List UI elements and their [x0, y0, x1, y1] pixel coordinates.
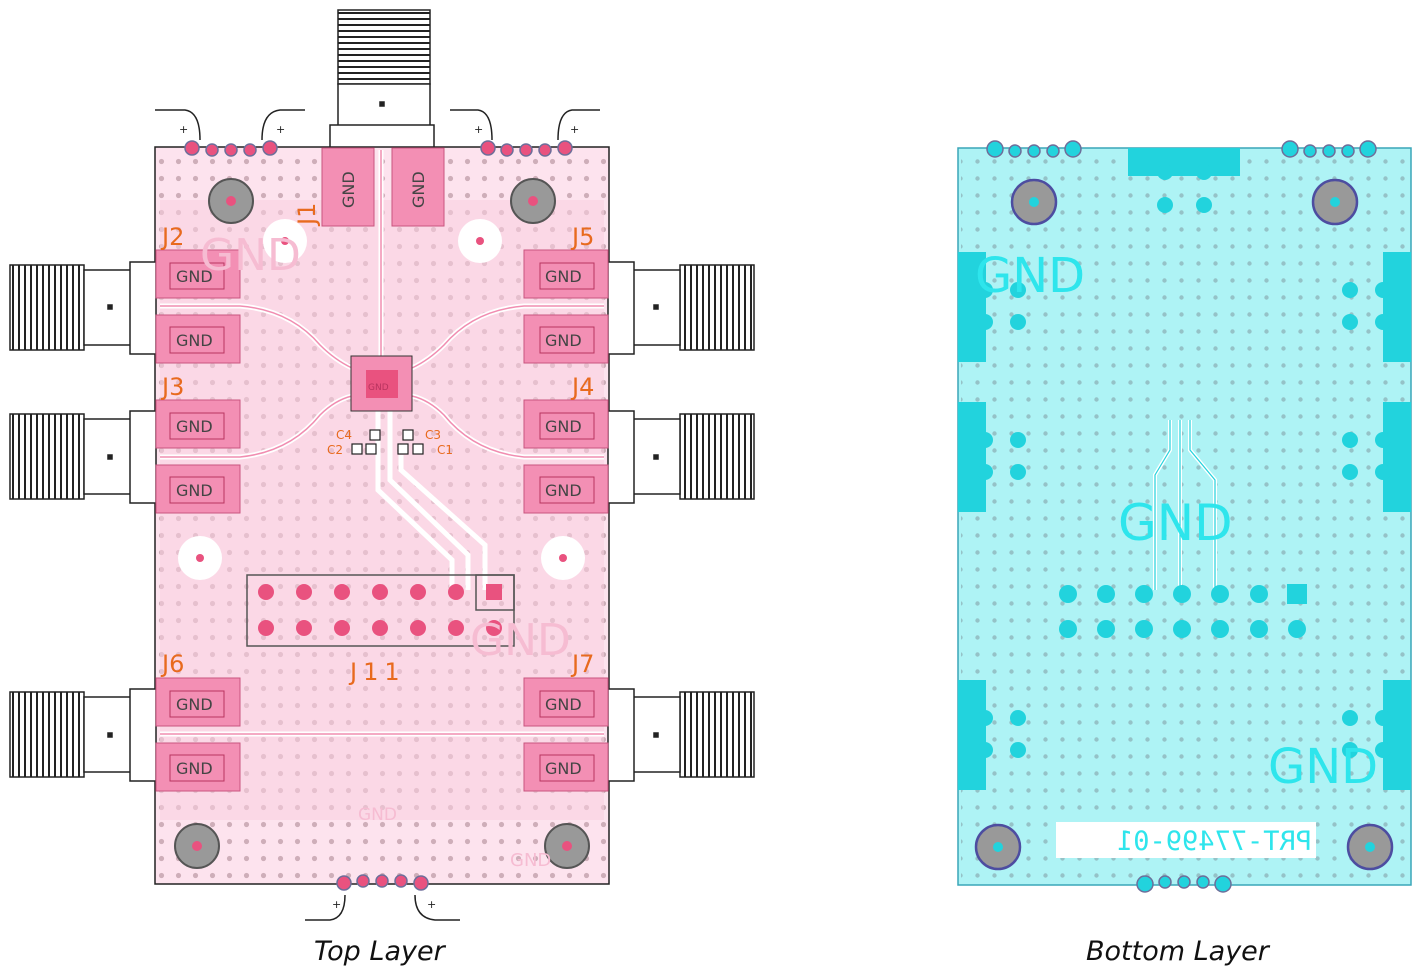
top-gnd-pads	[155, 147, 609, 792]
bottom-layer-board: GND GND GND PRT-77499-01	[957, 140, 1412, 893]
sma-connector-j4	[607, 410, 755, 504]
top-layer-board: + + + + + +	[9, 9, 755, 921]
bottom-mounting-holes	[974, 178, 1394, 871]
svg-text:+: +	[570, 123, 579, 136]
label-j4: J4	[570, 373, 594, 401]
gnd-label: GND	[545, 331, 582, 350]
sma-connector-j1	[329, 9, 435, 152]
label-j7: J7	[570, 650, 594, 678]
label-c4: C4	[336, 428, 352, 442]
bottom-copper-areas	[958, 148, 1411, 790]
top-mounting-holes	[174, 178, 590, 869]
top-header-pads	[184, 140, 573, 891]
gnd-silk: GND	[1118, 494, 1233, 552]
gnd-label: GND	[176, 695, 213, 714]
sma-connector-j2	[9, 261, 157, 355]
part-number-label: PRT-77499-01	[1056, 822, 1316, 858]
gnd-label: GND	[545, 417, 582, 436]
gnd-silk: GND	[1268, 739, 1378, 795]
bottom-via-clusters	[977, 164, 1391, 758]
switch-ic	[350, 355, 413, 412]
power-pins-bottom	[305, 894, 460, 921]
svg-text:+: +	[276, 123, 285, 136]
gnd-silk: GND	[470, 615, 571, 666]
power-pins-top	[155, 109, 600, 141]
gnd-label: GND	[176, 267, 213, 286]
gnd-label: GND	[339, 171, 358, 208]
gnd-label: GND	[176, 331, 213, 350]
gnd-silk: GND	[510, 850, 551, 871]
label-j1: J1	[293, 203, 321, 227]
label-j3: J3	[160, 373, 184, 401]
label-j6: J6	[160, 650, 184, 678]
label-j2: J2	[160, 223, 184, 251]
part-number-text: PRT-77499-01	[1117, 826, 1312, 857]
gnd-silk: GND	[975, 248, 1085, 304]
label-j11: J11	[348, 658, 406, 686]
gnd-label: GND	[176, 759, 213, 778]
label-c3: C3	[425, 428, 441, 442]
header-j11	[246, 574, 515, 647]
gnd-label: GND	[176, 417, 213, 436]
gnd-silk: GND	[358, 805, 397, 825]
gnd-label: GND	[409, 171, 428, 208]
sma-connector-j3	[9, 410, 157, 504]
gnd-label: GND	[176, 481, 213, 500]
gnd-label: GND	[545, 695, 582, 714]
label-c1: C1	[437, 443, 453, 457]
gnd-silk: GND	[200, 230, 301, 281]
label-j5: J5	[570, 223, 594, 251]
gnd-label: GND	[545, 481, 582, 500]
ic-label: GND	[368, 383, 389, 393]
bottom-header-row	[1059, 584, 1307, 638]
sma-connector-j5	[607, 261, 755, 355]
svg-text:+: +	[332, 898, 341, 911]
svg-text:+: +	[427, 898, 436, 911]
svg-text:+: +	[179, 123, 188, 136]
caption-bottom-layer: Bottom Layer	[1086, 936, 1269, 967]
label-c2: C2	[327, 443, 343, 457]
capacitors	[351, 429, 424, 455]
gnd-label: GND	[545, 759, 582, 778]
gnd-label: GND	[545, 267, 582, 286]
sma-connector-j6	[9, 688, 157, 782]
sma-connector-j7	[607, 688, 755, 782]
caption-top-layer: Top Layer	[314, 936, 445, 967]
svg-text:+: +	[474, 123, 483, 136]
bottom-header-pads	[986, 140, 1377, 893]
